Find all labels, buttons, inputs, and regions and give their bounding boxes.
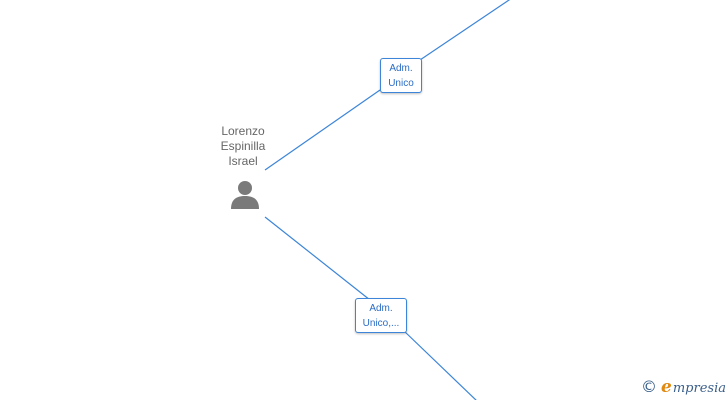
person-icon[interactable] bbox=[229, 180, 261, 210]
edge-person-to-role-2 bbox=[264, 216, 371, 301]
edge-person-to-role-1 bbox=[264, 89, 381, 171]
role-2-line-1: Adm. bbox=[369, 303, 393, 314]
role-2-line-2: Unico,... bbox=[362, 318, 400, 329]
role-1-line-2: Unico bbox=[388, 78, 414, 89]
brand-initial: e bbox=[661, 377, 672, 397]
person-name-line-2: Espinilla bbox=[220, 139, 266, 153]
edge-role-1-to-offscreen bbox=[419, 0, 511, 61]
role-box-adm-unico-more[interactable]: Adm. Unico,... bbox=[355, 298, 407, 333]
copyright-icon: © bbox=[641, 377, 658, 396]
role-box-adm-unico[interactable]: Adm. Unico bbox=[380, 58, 422, 93]
brand-logo: e mpresia bbox=[661, 377, 726, 397]
edge-role-2-to-offscreen bbox=[402, 329, 477, 400]
brand-text: mpresia bbox=[672, 381, 726, 396]
person-name[interactable]: Lorenzo Espinilla Israel bbox=[200, 124, 286, 169]
empresia-watermark[interactable]: © e mpresia bbox=[641, 377, 726, 397]
person-name-line-3: Israel bbox=[228, 154, 258, 168]
person-name-line-1: Lorenzo bbox=[221, 124, 265, 138]
role-1-line-1: Adm. bbox=[389, 63, 413, 74]
